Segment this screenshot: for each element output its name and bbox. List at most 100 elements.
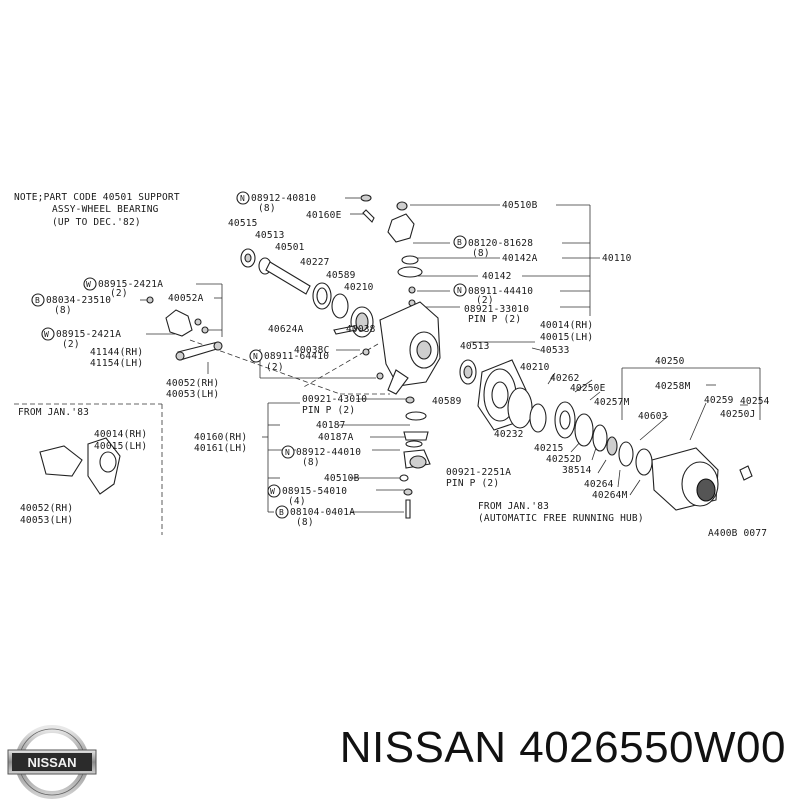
label-qty: (8) (302, 457, 320, 468)
label-40250E: 40250E (570, 383, 606, 394)
marker-w-3: W (270, 487, 275, 496)
label-40264M: 40264M (592, 490, 628, 501)
label-40515: 40515 (228, 218, 258, 229)
label-08911-64410: 08911-64410 (264, 351, 329, 362)
marker-w-1: W (86, 280, 91, 289)
marker-n-1: N (240, 194, 245, 203)
label-08915-54010: 08915-54010 (282, 486, 347, 497)
label-40510B: 40510B (324, 473, 360, 484)
label-40501: 40501 (275, 242, 305, 253)
label-08915-2421A: 08915-2421A (98, 279, 163, 290)
note-block: NOTE;PART CODE 40501 SUPPORT ASSY-WHEEL … (14, 192, 180, 228)
label-41144: 41144(RH) (90, 347, 143, 358)
label-08120-81628: 08120-81628 (468, 238, 533, 249)
label-automatic-hub: (AUTOMATIC FREE RUNNING HUB) (478, 513, 644, 524)
nissan-logo: NISSAN (7, 725, 97, 799)
label-00921-43010: 00921-43010 (302, 394, 367, 405)
label-qty: (8) (472, 248, 490, 259)
label-pin: PIN P (2) (446, 478, 499, 489)
label-qty: (2) (476, 295, 494, 306)
label-08104-0401A: 08104-0401A (290, 507, 355, 518)
label-qty: (8) (296, 517, 314, 528)
marker-b-3: B (279, 508, 284, 517)
note-line-3: (UP TO DEC.'82) (52, 217, 141, 228)
label-08911-44410: 08911-44410 (468, 286, 533, 297)
label-40160-rh: 40160(RH) (194, 432, 247, 443)
label-40052-rh: 40052(RH) (166, 378, 219, 389)
label-40015-lh: 40015(LH) (540, 332, 593, 343)
label-40053-lh: 40053(LH) (166, 389, 219, 400)
label-40161-lh: 40161(LH) (194, 443, 247, 454)
label-40258M: 40258M (655, 381, 691, 392)
label-40250J: 40250J (720, 409, 756, 420)
marker-n-3: N (253, 352, 258, 361)
label-40232: 40232 (494, 429, 524, 440)
label-41154: 41154(LH) (90, 358, 143, 369)
label-40513: 40513 (460, 341, 490, 352)
marker-n-2: N (457, 286, 462, 295)
label-from-jan-83: FROM JAN.'83 (478, 501, 549, 512)
label-40254: 40254 (740, 396, 770, 407)
label-40510B: 40510B (502, 200, 538, 211)
label-40038: 40038 (346, 324, 376, 335)
marker-n-4: N (285, 448, 290, 457)
marker-w-2: W (44, 330, 49, 339)
label-40227: 40227 (300, 257, 330, 268)
label-40262: 40262 (550, 373, 580, 384)
markers: N B N W B W N N W B (31, 191, 467, 519)
part-number-title: NISSAN 4026550W00 (339, 723, 786, 772)
label-00921-2251A: 00921-2251A (446, 467, 511, 478)
label-40210: 40210 (520, 362, 550, 373)
label-40142A: 40142A (502, 253, 538, 264)
label-40053-lh: 40053(LH) (20, 515, 73, 526)
label-40257M: 40257M (594, 397, 630, 408)
label-38514: 38514 (562, 465, 592, 476)
label-pin: PIN P (2) (468, 314, 521, 325)
note-line-1: NOTE;PART CODE 40501 SUPPORT (14, 192, 180, 203)
label-40110: 40110 (602, 253, 632, 264)
label-40513: 40513 (255, 230, 285, 241)
label-08915-2421A: 08915-2421A (56, 329, 121, 340)
label-40160E: 40160E (306, 210, 342, 221)
label-40533: 40533 (540, 345, 570, 356)
label-08921-33010: 08921-33010 (464, 304, 529, 315)
label-40142: 40142 (482, 271, 512, 282)
label-drawing-ref: A400B 0077 (708, 528, 767, 539)
part-drawings (39, 194, 753, 519)
label-08912-44010: 08912-44010 (296, 447, 361, 458)
label-40264: 40264 (584, 479, 614, 490)
label-40589: 40589 (432, 396, 462, 407)
label-40187: 40187 (316, 420, 346, 431)
label-40250: 40250 (655, 356, 685, 367)
label-qty: (2) (62, 339, 80, 350)
label-qty: (8) (54, 305, 72, 316)
label-40052A: 40052A (168, 293, 204, 304)
label-40014-rh: 40014(RH) (540, 320, 593, 331)
marker-b-2: B (35, 296, 40, 305)
label-40259: 40259 (704, 395, 734, 406)
label-qty: (2) (266, 362, 284, 373)
label-from-jan-83: FROM JAN.'83 (18, 407, 89, 418)
label-pin: PIN P (2) (302, 405, 355, 416)
label-40015-lh: 40015(LH) (94, 441, 147, 452)
label-qty: (8) (258, 203, 276, 214)
label-40038C: 40038C (294, 345, 330, 356)
label-40187A: 40187A (318, 432, 354, 443)
label-40210: 40210 (344, 282, 374, 293)
label-qty: (4) (288, 496, 306, 507)
logo-wordmark: NISSAN (27, 755, 76, 770)
part-labels: 08912-40810 (8) 40160E 40510B 40515 4051… (18, 193, 770, 539)
label-40624A: 40624A (268, 324, 304, 335)
label-40603: 40603 (638, 411, 668, 422)
label-08912-40810: 08912-40810 (251, 193, 316, 204)
label-40052-rh: 40052(RH) (20, 503, 73, 514)
note-line-2: ASSY-WHEEL BEARING (52, 204, 159, 215)
label-40252D: 40252D (546, 454, 582, 465)
label-40215: 40215 (534, 443, 564, 454)
label-08034-23510: 08034-23510 (46, 295, 111, 306)
label-40589: 40589 (326, 270, 356, 281)
marker-b-1: B (457, 238, 462, 247)
label-40014-rh: 40014(RH) (94, 429, 147, 440)
label-qty: (2) (110, 288, 128, 299)
